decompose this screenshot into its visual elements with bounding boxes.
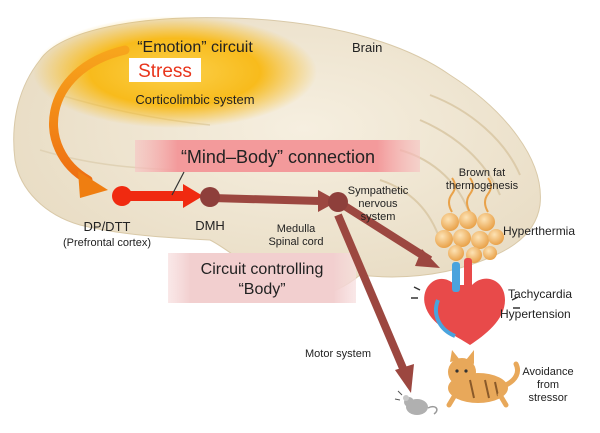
avoidance-label-1: Avoidance: [522, 366, 573, 378]
pointer-line: [171, 171, 185, 196]
circuit-line1-label: Circuit controlling: [201, 261, 324, 278]
motor-path: [334, 213, 409, 375]
corticolimbic-label: Corticolimbic system: [135, 92, 254, 107]
sympathetic-path: [337, 199, 433, 264]
orange-curved-arrow: [49, 45, 130, 185]
medulla-node: [328, 192, 348, 212]
dmh-node: [200, 187, 220, 207]
dp-dtt-label: DP/DTT: [84, 219, 131, 234]
medulla-label: Medulla: [277, 223, 316, 235]
stress-box: [129, 58, 201, 82]
hypertension-label: Hypertension: [500, 307, 571, 321]
hyperthermia-label: Hyperthermia: [503, 224, 575, 238]
dmh-medulla-path: [211, 194, 321, 205]
brown-fat-label-2: thermogenesis: [446, 180, 519, 192]
dp-dtt-node: [112, 186, 132, 206]
avoidance-label-3: stressor: [528, 392, 567, 404]
tachycardia-label: Tachycardia: [508, 287, 572, 301]
sympathetic-label-1: Sympathetic: [348, 185, 409, 197]
motor-system-label: Motor system: [305, 348, 371, 360]
stress-label: Stress: [138, 61, 192, 82]
sympathetic-label-3: system: [361, 211, 396, 223]
dmh-medulla-arrowhead: [318, 190, 338, 212]
heart-icon: [411, 258, 520, 345]
red-arrowhead: [183, 184, 203, 208]
brown-fat-label-1: Brown fat: [459, 167, 505, 179]
sympathetic-label-2: nervous: [358, 198, 398, 210]
brain-label: Brain: [352, 40, 382, 55]
sympathetic-arrowhead: [415, 249, 440, 268]
prefrontal-label: (Prefrontal cortex): [63, 237, 151, 249]
emotion-circuit-label: “Emotion” circuit: [137, 39, 253, 56]
avoidance-label-2: from: [537, 379, 559, 391]
orange-arrowhead: [78, 171, 108, 198]
mouse-icon: [394, 390, 438, 415]
spinal-cord-label: Spinal cord: [268, 236, 323, 248]
mind-body-box: [135, 140, 420, 172]
cat-icon: [446, 350, 521, 408]
mind-body-label: “Mind–Body” connection: [181, 147, 375, 167]
motor-arrowhead: [395, 364, 414, 393]
brown-fat-cells-icon: [435, 177, 504, 263]
dmh-label: DMH: [195, 218, 225, 233]
circuit-line2-label: “Body”: [238, 281, 285, 298]
circuit-body-box: [168, 253, 356, 303]
